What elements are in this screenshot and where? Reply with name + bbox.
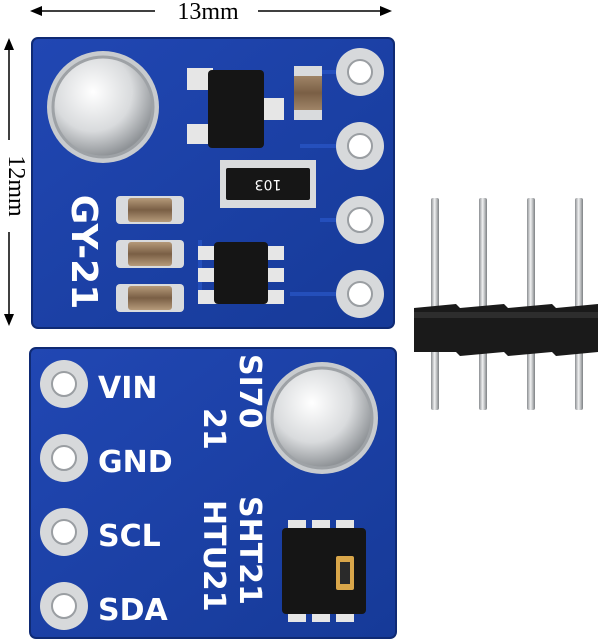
pin-pad-sda bbox=[40, 582, 88, 630]
capacitor bbox=[116, 196, 184, 224]
humidity-sensor-chip bbox=[282, 520, 366, 622]
chip-label-si70: SI70 bbox=[232, 354, 267, 429]
pin-pad bbox=[336, 270, 384, 318]
header-pin bbox=[479, 198, 487, 410]
pin-pad-vin bbox=[40, 360, 88, 408]
height-dimension: 12mm bbox=[3, 38, 29, 326]
pin-header bbox=[414, 198, 598, 410]
bottom-board: VIN GND SCL SDA SI70 21 SHT21 HTU21 bbox=[29, 347, 397, 639]
top-board: 103 GY-21 bbox=[31, 37, 395, 329]
level-shifter-chip bbox=[198, 242, 284, 304]
width-label: 13mm bbox=[177, 0, 239, 25]
pin-label-scl: SCL bbox=[98, 519, 161, 554]
pin-pad-gnd bbox=[40, 434, 88, 482]
pin-label-gnd: GND bbox=[98, 445, 173, 480]
header-plastic-body bbox=[414, 304, 598, 356]
pin-label-sda: SDA bbox=[98, 593, 169, 628]
voltage-regulator-chip bbox=[187, 68, 284, 148]
mounting-hole-pad bbox=[47, 51, 159, 163]
resistor-network: 103 bbox=[220, 160, 316, 208]
board-model-label: GY-21 bbox=[63, 195, 104, 310]
chip-label-htu21: HTU21 bbox=[196, 500, 231, 612]
height-label: 12mm bbox=[3, 155, 29, 217]
capacitor bbox=[116, 240, 184, 268]
width-dimension: 13mm bbox=[30, 0, 392, 25]
chip-label-sht21: SHT21 bbox=[232, 496, 267, 605]
bottom-board-pin-pads bbox=[40, 360, 88, 630]
pin-pad bbox=[336, 196, 384, 244]
header-pin bbox=[575, 198, 583, 410]
header-pin bbox=[431, 198, 439, 410]
capacitor bbox=[116, 284, 184, 312]
top-board-pin-pads bbox=[336, 48, 384, 318]
pin-pad-scl bbox=[40, 508, 88, 556]
header-pin bbox=[527, 198, 535, 410]
resistor-marking: 103 bbox=[255, 176, 282, 192]
sensor-hole-pad bbox=[266, 362, 378, 474]
pin-pad bbox=[336, 122, 384, 170]
pin-label-vin: VIN bbox=[98, 371, 158, 406]
chip-label-21: 21 bbox=[196, 408, 231, 450]
capacitor bbox=[294, 66, 322, 120]
pin-pad bbox=[336, 48, 384, 96]
